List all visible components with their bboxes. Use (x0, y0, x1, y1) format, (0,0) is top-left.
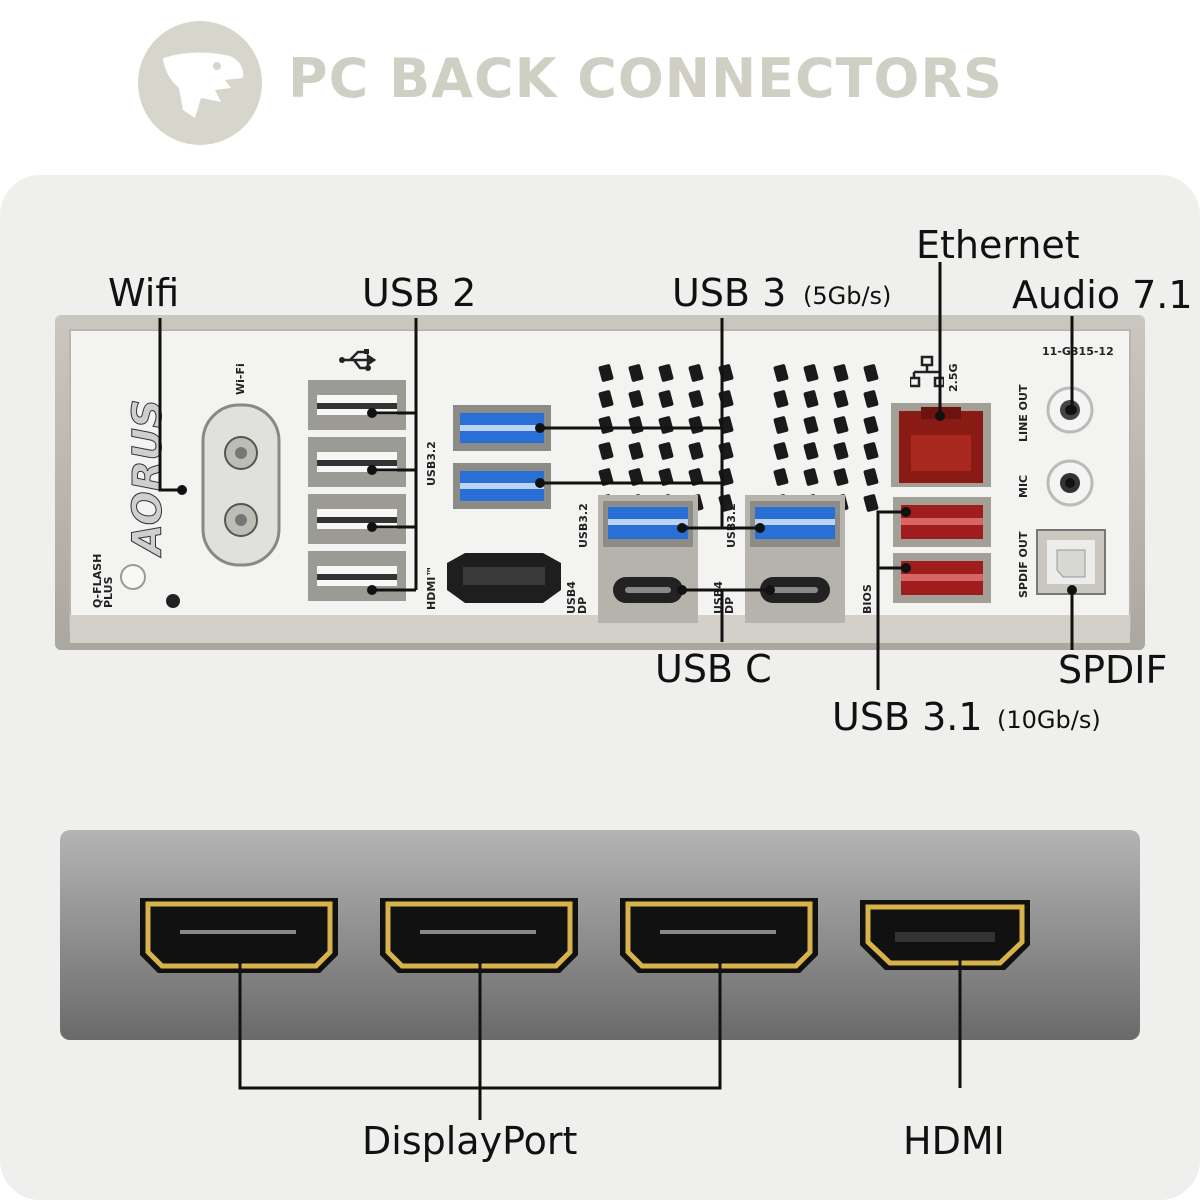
label-ethernet: Ethernet (916, 223, 1080, 267)
label-displayport: DisplayPort (362, 1119, 578, 1163)
label-usb31-speed: (10Gb/s) (997, 706, 1101, 734)
page-title: PC BACK CONNECTORS (288, 47, 1003, 110)
usb-symbol-icon (339, 349, 377, 371)
audio-code-label: 11-G315-12 (1042, 345, 1114, 358)
label-usbc: USB C (655, 647, 772, 691)
label-audio: Audio 7.1 (1012, 273, 1193, 317)
label-hdmi: HDMI (903, 1119, 1005, 1163)
label-usb2: USB 2 (362, 271, 477, 315)
dino-logo-icon (138, 21, 262, 145)
label-wifi: Wifi (108, 271, 180, 315)
io-shield (55, 315, 1145, 650)
label-usb3: USB 3 (672, 271, 787, 315)
label-usb3-speed: (5Gb/s) (803, 282, 892, 310)
display-ports (140, 830, 1030, 1040)
label-spdif: SPDIF (1058, 648, 1168, 692)
label-usb31: USB 3.1 (832, 695, 983, 739)
